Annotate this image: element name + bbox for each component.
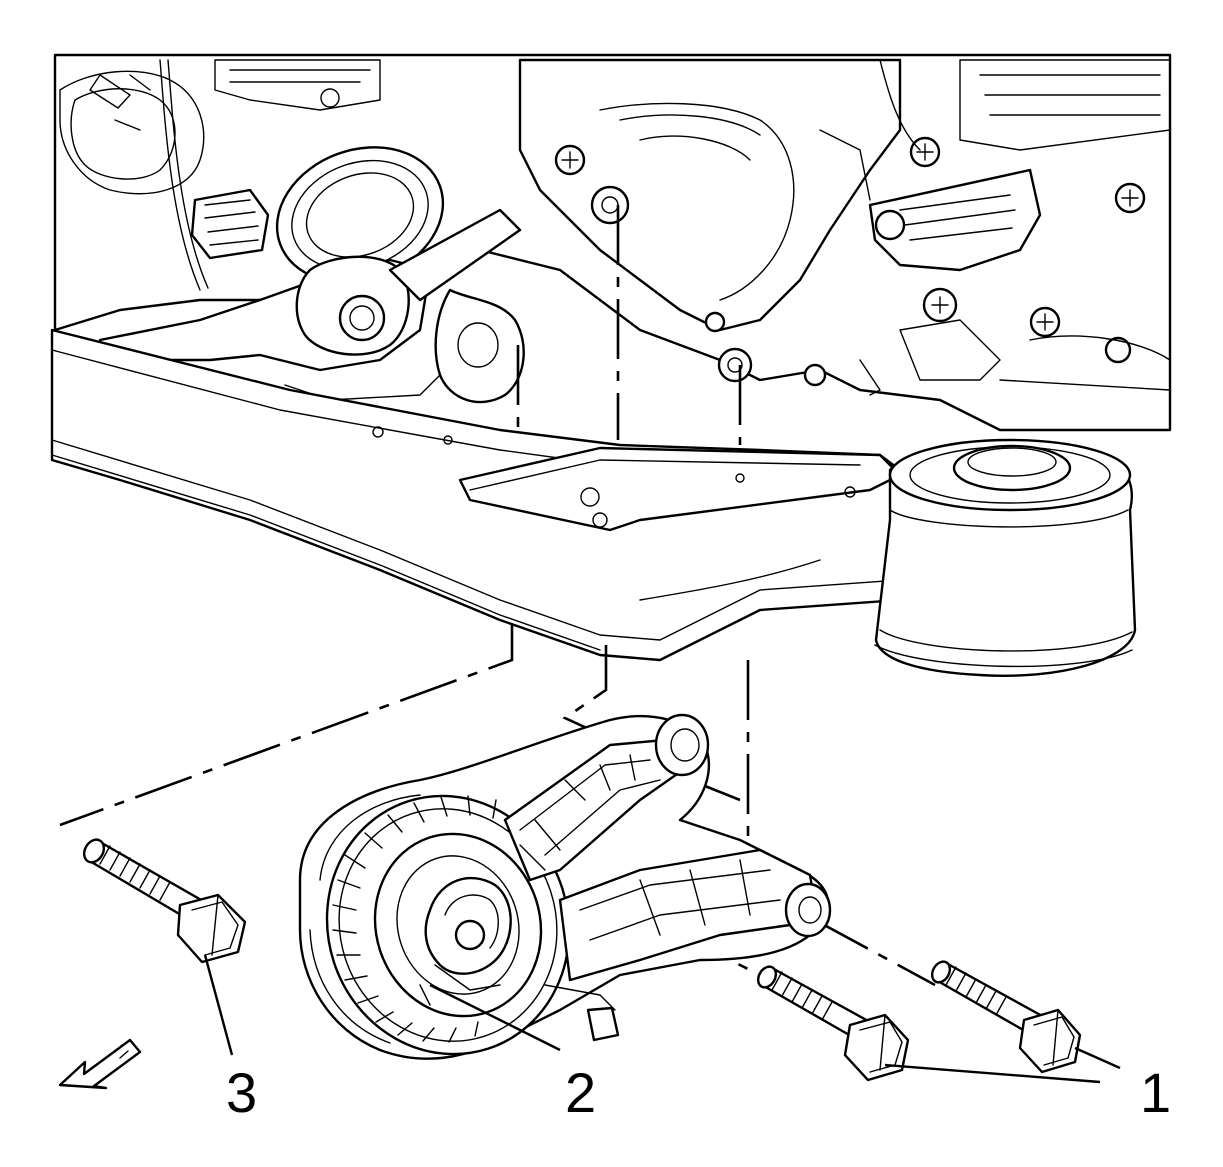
- forward-arrow-icon: [58, 1038, 142, 1090]
- bolt-b: [930, 960, 1082, 1074]
- bolt-single: [82, 838, 247, 964]
- callout-2: 2: [565, 1061, 596, 1124]
- bolt-pair: [756, 960, 1082, 1082]
- engine-transmission-background: [53, 53, 1172, 432]
- transmission-mount: [298, 713, 832, 1060]
- leader-lines: [203, 954, 1121, 1084]
- callout-1: 1: [1140, 1061, 1171, 1124]
- subframe-crossmember: [50, 328, 1137, 677]
- callout-3: 3: [226, 1061, 257, 1124]
- bolt-a: [756, 965, 910, 1082]
